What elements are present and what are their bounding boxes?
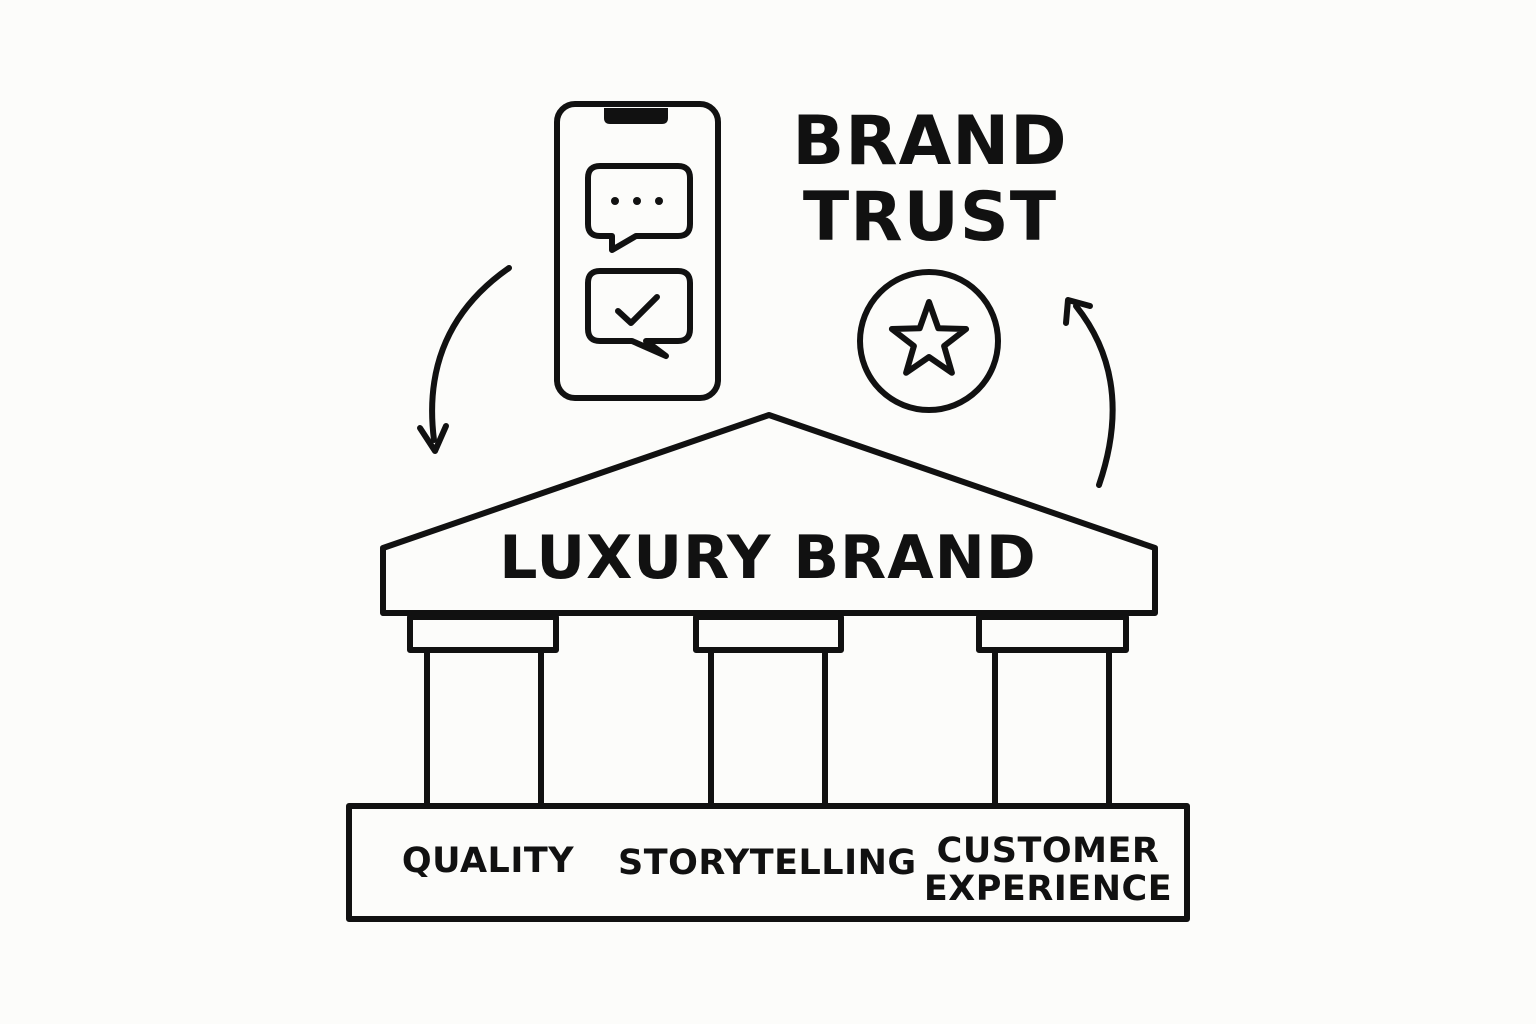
curved-arrow-down-icon (417, 265, 512, 454)
diagram-title: BRAND TRUST (770, 104, 1090, 256)
pillar-label-line-2: EXPERIENCE (923, 869, 1173, 909)
phone-icon (554, 101, 721, 401)
temple-label: LUXURY BRAND (499, 523, 1037, 593)
star-badge-icon (857, 269, 1001, 413)
title-line-2: TRUST (802, 178, 1058, 257)
chat-bubble-check-icon (585, 268, 693, 359)
pillar-label-quality: QUALITY (401, 841, 575, 881)
pillar-label-line-1: CUSTOMER (936, 831, 1160, 871)
pillar-customer-experience (976, 614, 1129, 807)
temple-pediment (380, 412, 1158, 616)
chat-bubble-ellipsis-icon (585, 163, 693, 253)
pillar-quality (407, 614, 559, 807)
title-line-1: BRAND (792, 102, 1068, 181)
temple-base (346, 803, 1190, 922)
curved-arrow-up-icon (1063, 297, 1116, 488)
pillar-storytelling (693, 614, 844, 807)
pillar-label-customer-experience: CUSTOMER EXPERIENCE (918, 832, 1178, 908)
pillar-label-storytelling: STORYTELLING (618, 843, 917, 883)
